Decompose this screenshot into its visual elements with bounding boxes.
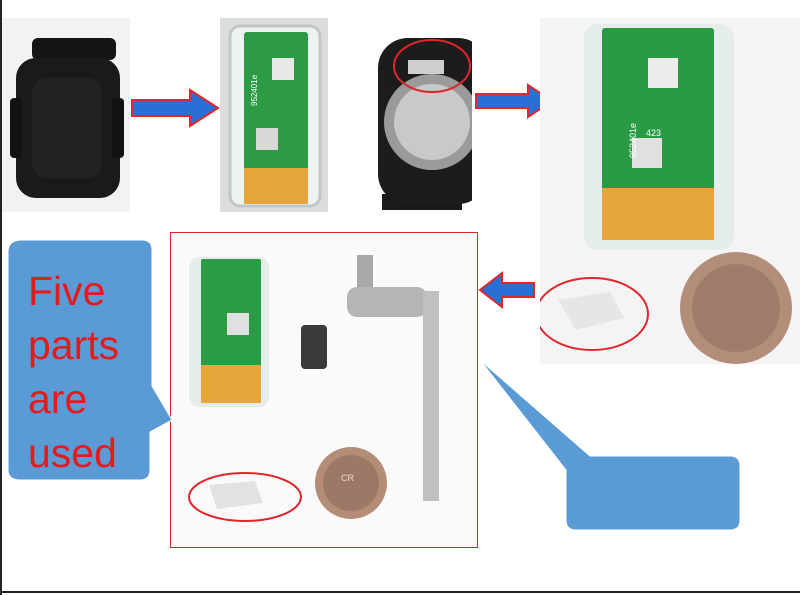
callout-line-1: Five	[28, 268, 106, 314]
pcb-label-top: 952401e	[250, 74, 259, 106]
frame-left-border	[0, 0, 2, 595]
arrow-right-1	[130, 88, 220, 128]
pcb-closeup-label-2: 423	[646, 128, 662, 138]
photo-five-parts: CR	[170, 232, 478, 548]
photo-pcb-closeup: 952401e 423	[540, 18, 800, 364]
callout-right-bubble	[479, 359, 741, 531]
photo-battery-holder	[342, 18, 472, 212]
callout-line-3: are	[28, 376, 88, 422]
callout-text: Five parts are used	[28, 264, 158, 480]
callout-line-2: parts	[28, 322, 120, 368]
arrow-left	[478, 270, 536, 310]
photo-open-shell-pcb: 952401e	[220, 18, 328, 212]
battery-label: CR	[341, 473, 354, 483]
frame-bottom-border	[0, 591, 800, 593]
photo-key-shell	[2, 18, 130, 212]
pcb-closeup-label: 952401e	[628, 122, 638, 158]
callout-line-4: used	[28, 430, 117, 476]
